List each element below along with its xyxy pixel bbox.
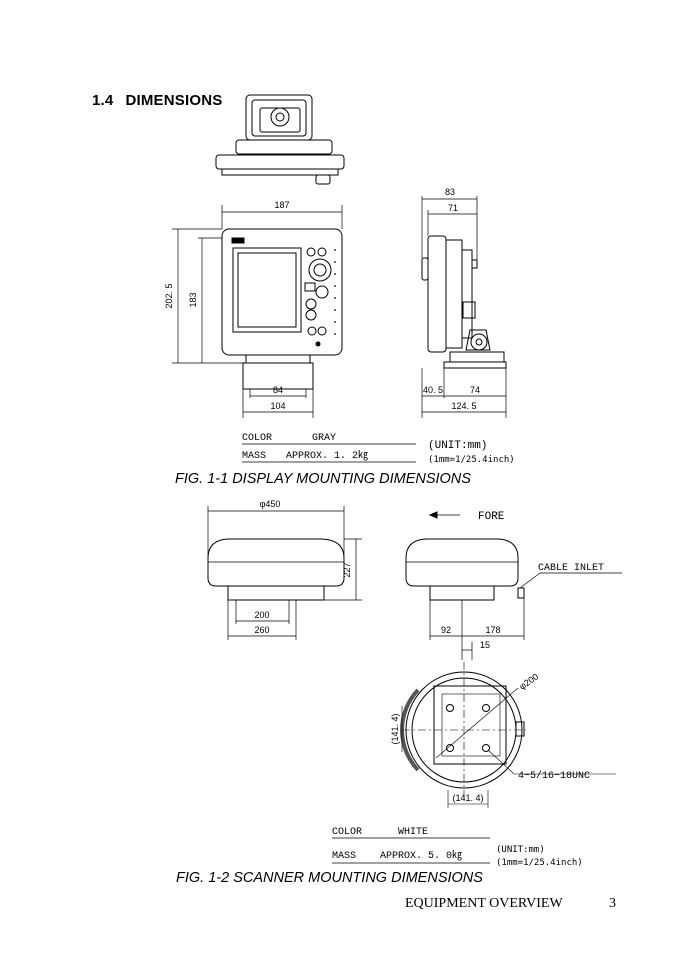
fig1-mass-label: MASS [242, 451, 266, 462]
scanner-bottom-view [400, 662, 616, 808]
dim-width-front: 187 [274, 200, 289, 210]
scanner-front-view [207, 506, 362, 640]
fig1-unit-conv: (1mm=1/25.4inch) [428, 455, 515, 465]
fig1-unit: (UNIT:mm) [428, 440, 487, 452]
dim-height: 227 [342, 562, 352, 577]
dim-side-c: 15 [480, 640, 490, 650]
bolts-label: 4−5/16−18UNC [518, 770, 590, 782]
fig2-color-value: WHITE [398, 827, 428, 838]
cable-inlet-label: CABLE INLET [538, 563, 604, 574]
fig1-color-label: COLOR [242, 433, 272, 444]
fig1-caption: FIG. 1-1 DISPLAY MOUNTING DIMENSIONS [175, 471, 471, 487]
dim-height-inner: 183 [188, 292, 198, 307]
dim-base-outer: 104 [270, 401, 285, 411]
dim-bolt-circle: φ200 [517, 671, 540, 691]
dim-hole-vertical: (141. 4) [390, 713, 400, 744]
footer-chapter: EQUIPMENT OVERVIEW [405, 896, 563, 911]
display-top-view [215, 94, 345, 185]
dim-side-b: 178 [485, 625, 500, 635]
dim-side-base-offset: 40. 5 [423, 385, 443, 395]
dim-side-a: 92 [441, 625, 451, 635]
fig2-unit: (UNIT:mm) [496, 845, 545, 855]
fig2-mass-label: MASS [332, 851, 356, 862]
fig1-mass-value: APPROX. 1. 2㎏ [286, 449, 368, 462]
fig2-caption: FIG. 1-2 SCANNER MOUNTING DIMENSIONS [176, 870, 483, 886]
page-number: 3 [609, 896, 616, 911]
fig2-mass-value: APPROX. 5. 0㎏ [380, 849, 462, 862]
display-front-view [172, 205, 343, 418]
display-side-view [421, 196, 507, 418]
scanner-side-view [405, 511, 622, 660]
section-number: 1.4 [92, 92, 114, 109]
dim-side-top: 83 [445, 187, 455, 197]
dim-side-total: 124. 5 [451, 401, 476, 411]
dim-side-base: 74 [470, 385, 480, 395]
fig2-unit-conv: (1mm=1/25.4inch) [496, 858, 583, 868]
fore-label: FORE [478, 511, 505, 523]
dim-scanner-base-outer: 260 [254, 625, 269, 635]
dim-side-second: 71 [448, 203, 458, 213]
dim-height-outer: 202. 5 [164, 283, 174, 308]
section-heading: 1.4 DIMENSIONS [92, 92, 222, 109]
section-title: DIMENSIONS [125, 92, 223, 109]
dim-diameter: φ450 [260, 499, 281, 509]
fig2-color-label: COLOR [332, 827, 362, 838]
fig1-color-value: GRAY [312, 433, 336, 444]
dim-hole-horizontal: (141. 4) [452, 793, 483, 803]
dim-scanner-base-inner: 200 [254, 610, 269, 620]
dim-base-inner: 84 [273, 385, 283, 395]
